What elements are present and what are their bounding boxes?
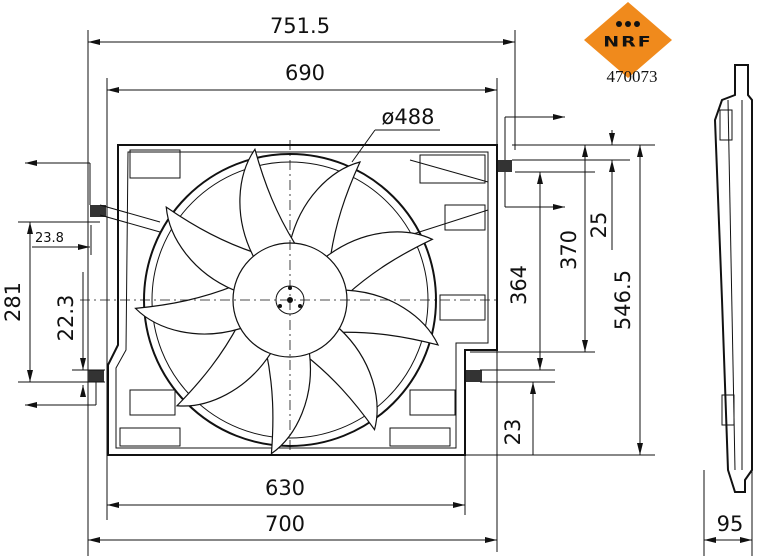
dim-bottom-700: 700: [88, 350, 498, 552]
svg-text:370: 370: [557, 230, 581, 270]
dim-mount-width: 690: [106, 61, 498, 520]
svg-text:690: 690: [285, 61, 325, 85]
svg-text:95: 95: [717, 512, 744, 536]
svg-text:NRF: NRF: [603, 33, 652, 50]
dim-bottom-offset: 23: [501, 382, 536, 455]
svg-text:25: 25: [587, 212, 611, 239]
nrf-logo: NRF: [584, 2, 672, 78]
svg-text:23: 23: [501, 419, 525, 446]
dim-left-height: 281: [1, 221, 100, 383]
svg-text:546.5: 546.5: [611, 270, 635, 330]
svg-text:364: 364: [507, 265, 531, 305]
dim-fan-diameter: ø488: [351, 105, 440, 163]
svg-text:751.5: 751.5: [270, 14, 330, 38]
dim-left-offset-23-8: 23.8: [32, 225, 92, 255]
dim-overall-height: 546.5: [465, 145, 655, 456]
fan: [80, 140, 500, 460]
part-number: 470073: [607, 67, 658, 86]
dim-top-offset: 25: [512, 130, 655, 250]
dim-left-offset-22-3: 22.3: [54, 272, 105, 397]
svg-text:700: 700: [265, 512, 305, 536]
dim-bottom-630: 630: [107, 455, 466, 515]
svg-text:ø488: ø488: [382, 105, 435, 129]
svg-text:22.3: 22.3: [54, 295, 78, 342]
mount-arrows: [25, 114, 565, 408]
svg-text:281: 281: [1, 282, 25, 322]
side-view: 95: [703, 64, 753, 556]
svg-text:23.8: 23.8: [35, 231, 64, 246]
dim-right-364: 364: [480, 172, 555, 383]
dim-overall-width: 751.5: [87, 14, 516, 556]
dim-right-370: 370: [470, 145, 595, 353]
svg-text:630: 630: [265, 476, 305, 500]
